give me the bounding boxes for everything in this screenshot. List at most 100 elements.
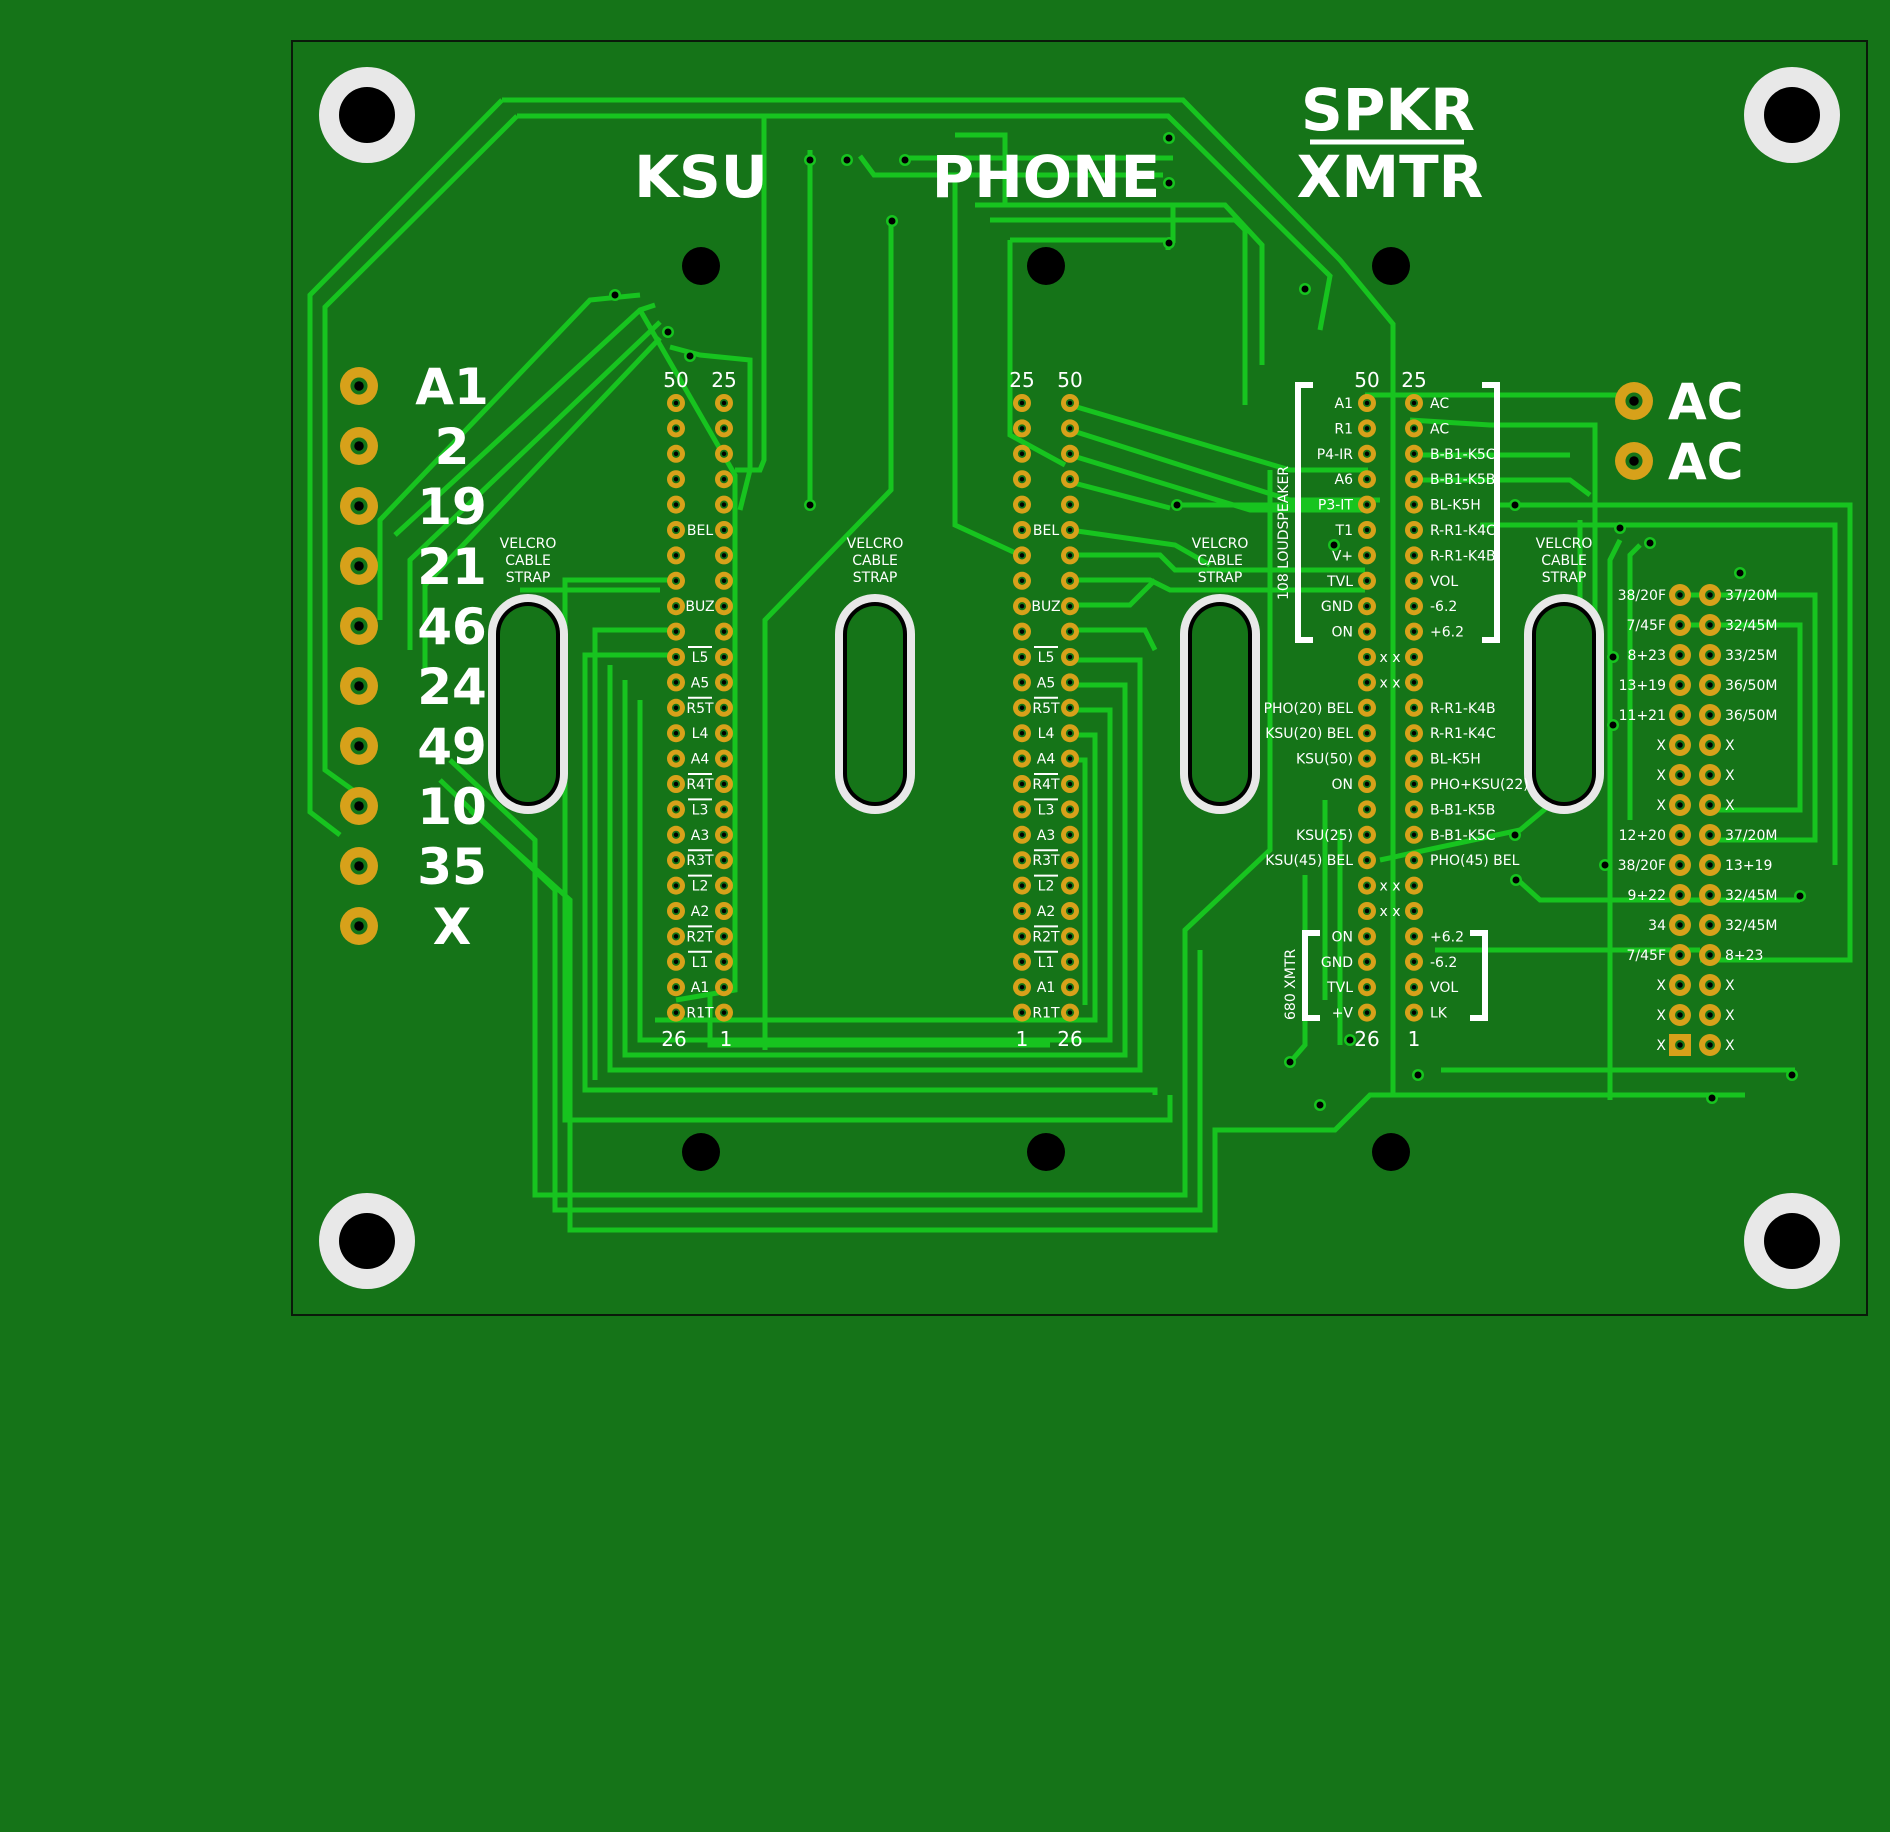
- connector-pin: [1061, 394, 1079, 412]
- connector-pin: [667, 470, 685, 489]
- via: [1786, 1069, 1798, 1081]
- connector-pin: [1358, 419, 1376, 438]
- connector-pin-label: LK: [1430, 1006, 1448, 1022]
- terminal-pin: [1699, 824, 1721, 846]
- terminal-pin-label: X: [1656, 768, 1666, 784]
- connector-pin: [1061, 698, 1079, 717]
- connector-header-label: 50: [1057, 368, 1082, 392]
- via: [1163, 177, 1175, 189]
- connector-pin-label: BEL: [687, 523, 713, 539]
- connector-pin: [715, 800, 733, 819]
- connector-pin: [1405, 521, 1423, 539]
- connector-pin-label: AC: [1430, 396, 1449, 412]
- connector-pin: [1013, 876, 1031, 895]
- connector-pin: [667, 749, 685, 768]
- connector-pin: [1013, 851, 1031, 870]
- connector-pin-label: L3: [1038, 802, 1055, 818]
- connector-pin: [1061, 521, 1079, 539]
- connector-pin-label: R-R1-K4B: [1430, 548, 1496, 564]
- connector-pin-label: R5T: [686, 701, 714, 717]
- via: [804, 154, 816, 166]
- connector-header-label: 26: [661, 1027, 686, 1051]
- connector-pin: [667, 952, 685, 971]
- via: [1284, 1056, 1296, 1068]
- left-terminal-label: X: [433, 898, 472, 956]
- ac-terminal-pad: [1615, 382, 1653, 420]
- via: [886, 215, 898, 227]
- left-terminal-label: 10: [417, 778, 487, 836]
- connector-pin: [667, 622, 685, 641]
- connector-pin: [1358, 444, 1376, 463]
- terminal-pin: [1669, 764, 1691, 786]
- drill-holes: [682, 247, 1410, 1171]
- via: [1163, 132, 1175, 144]
- connector-pin-label: A2: [691, 904, 709, 920]
- terminal-pin-label: 32/45M: [1725, 618, 1777, 634]
- connector-header-label: 50: [1354, 368, 1379, 392]
- connector-pin: [1405, 546, 1423, 565]
- terminal-pin: [1669, 944, 1691, 966]
- connector-pin-label: R4T: [686, 777, 714, 793]
- connector-pin-label: R4T: [1032, 777, 1060, 793]
- connector-pin: [667, 978, 685, 997]
- connector-pin-label: VOL: [1430, 574, 1458, 590]
- connector-pin-label: AC: [1430, 421, 1449, 437]
- left-terminal-pad: [340, 547, 378, 585]
- connector-pin-label: L2: [1038, 879, 1055, 895]
- connector-header-label: 1: [720, 1027, 733, 1051]
- connector-pin-label: R3T: [1032, 853, 1060, 869]
- connector-pin: [667, 571, 685, 590]
- no-connect-mark: x x: [1379, 675, 1400, 691]
- velcro-label: STRAP: [1198, 570, 1243, 586]
- connector-pin: [1013, 419, 1031, 438]
- connector-pin: [1358, 775, 1376, 793]
- connector-pin-label: KSU(50): [1296, 752, 1353, 768]
- connector-pin: [667, 394, 685, 412]
- no-connect-mark: x x: [1379, 650, 1400, 666]
- connector-pin: [667, 444, 685, 463]
- connector-pin: [1405, 825, 1423, 844]
- left-terminal-label: A1: [415, 358, 489, 416]
- left-terminal-pad: [340, 727, 378, 765]
- connector-pin: [1405, 1003, 1423, 1022]
- terminal-pin: [1699, 854, 1721, 876]
- via: [609, 289, 621, 301]
- left-terminal-pad: [340, 907, 378, 945]
- left-terminal-pad: [340, 847, 378, 885]
- connector-pin: [715, 876, 733, 895]
- left-terminal-label: 19: [417, 478, 487, 536]
- title-ksu: KSU: [634, 143, 768, 211]
- via: [1299, 283, 1311, 295]
- connector-pin: [1405, 419, 1423, 438]
- terminal-pin-label: 37/20M: [1725, 588, 1777, 604]
- terminal-pin-label: 36/50M: [1725, 708, 1777, 724]
- via: [1607, 719, 1619, 731]
- connector-pin-label: BL-K5H: [1430, 752, 1481, 768]
- connector-pin: [667, 775, 685, 793]
- connector-pin: [1358, 927, 1376, 946]
- connector-pin-label: A4: [691, 752, 710, 768]
- connector-pin: [1013, 444, 1031, 463]
- connector-pin: [1013, 1003, 1031, 1022]
- terminal-pin: [1699, 794, 1721, 816]
- connector-pin: [1013, 648, 1031, 666]
- terminal-pin-label: 32/45M: [1725, 918, 1777, 934]
- connector-pin-label: B-B1-K5B: [1430, 472, 1495, 488]
- connector-pin: [1061, 419, 1079, 438]
- connector-pin: [715, 927, 733, 946]
- title-spkr: SPKR: [1301, 76, 1475, 144]
- connector-pin: [1061, 902, 1079, 920]
- velcro-label: VELCRO: [1536, 536, 1593, 552]
- connector-pin: [715, 648, 733, 666]
- via: [1412, 1069, 1424, 1081]
- terminal-pin: [1669, 884, 1691, 906]
- connector-pin: [1061, 546, 1079, 565]
- connector-pin: [667, 673, 685, 692]
- connector-pin: [1061, 927, 1079, 946]
- connector-pin: [667, 851, 685, 870]
- connector-pin: [1358, 698, 1376, 717]
- connector-pin: [1405, 698, 1423, 717]
- copper-traces: [307, 97, 1853, 1233]
